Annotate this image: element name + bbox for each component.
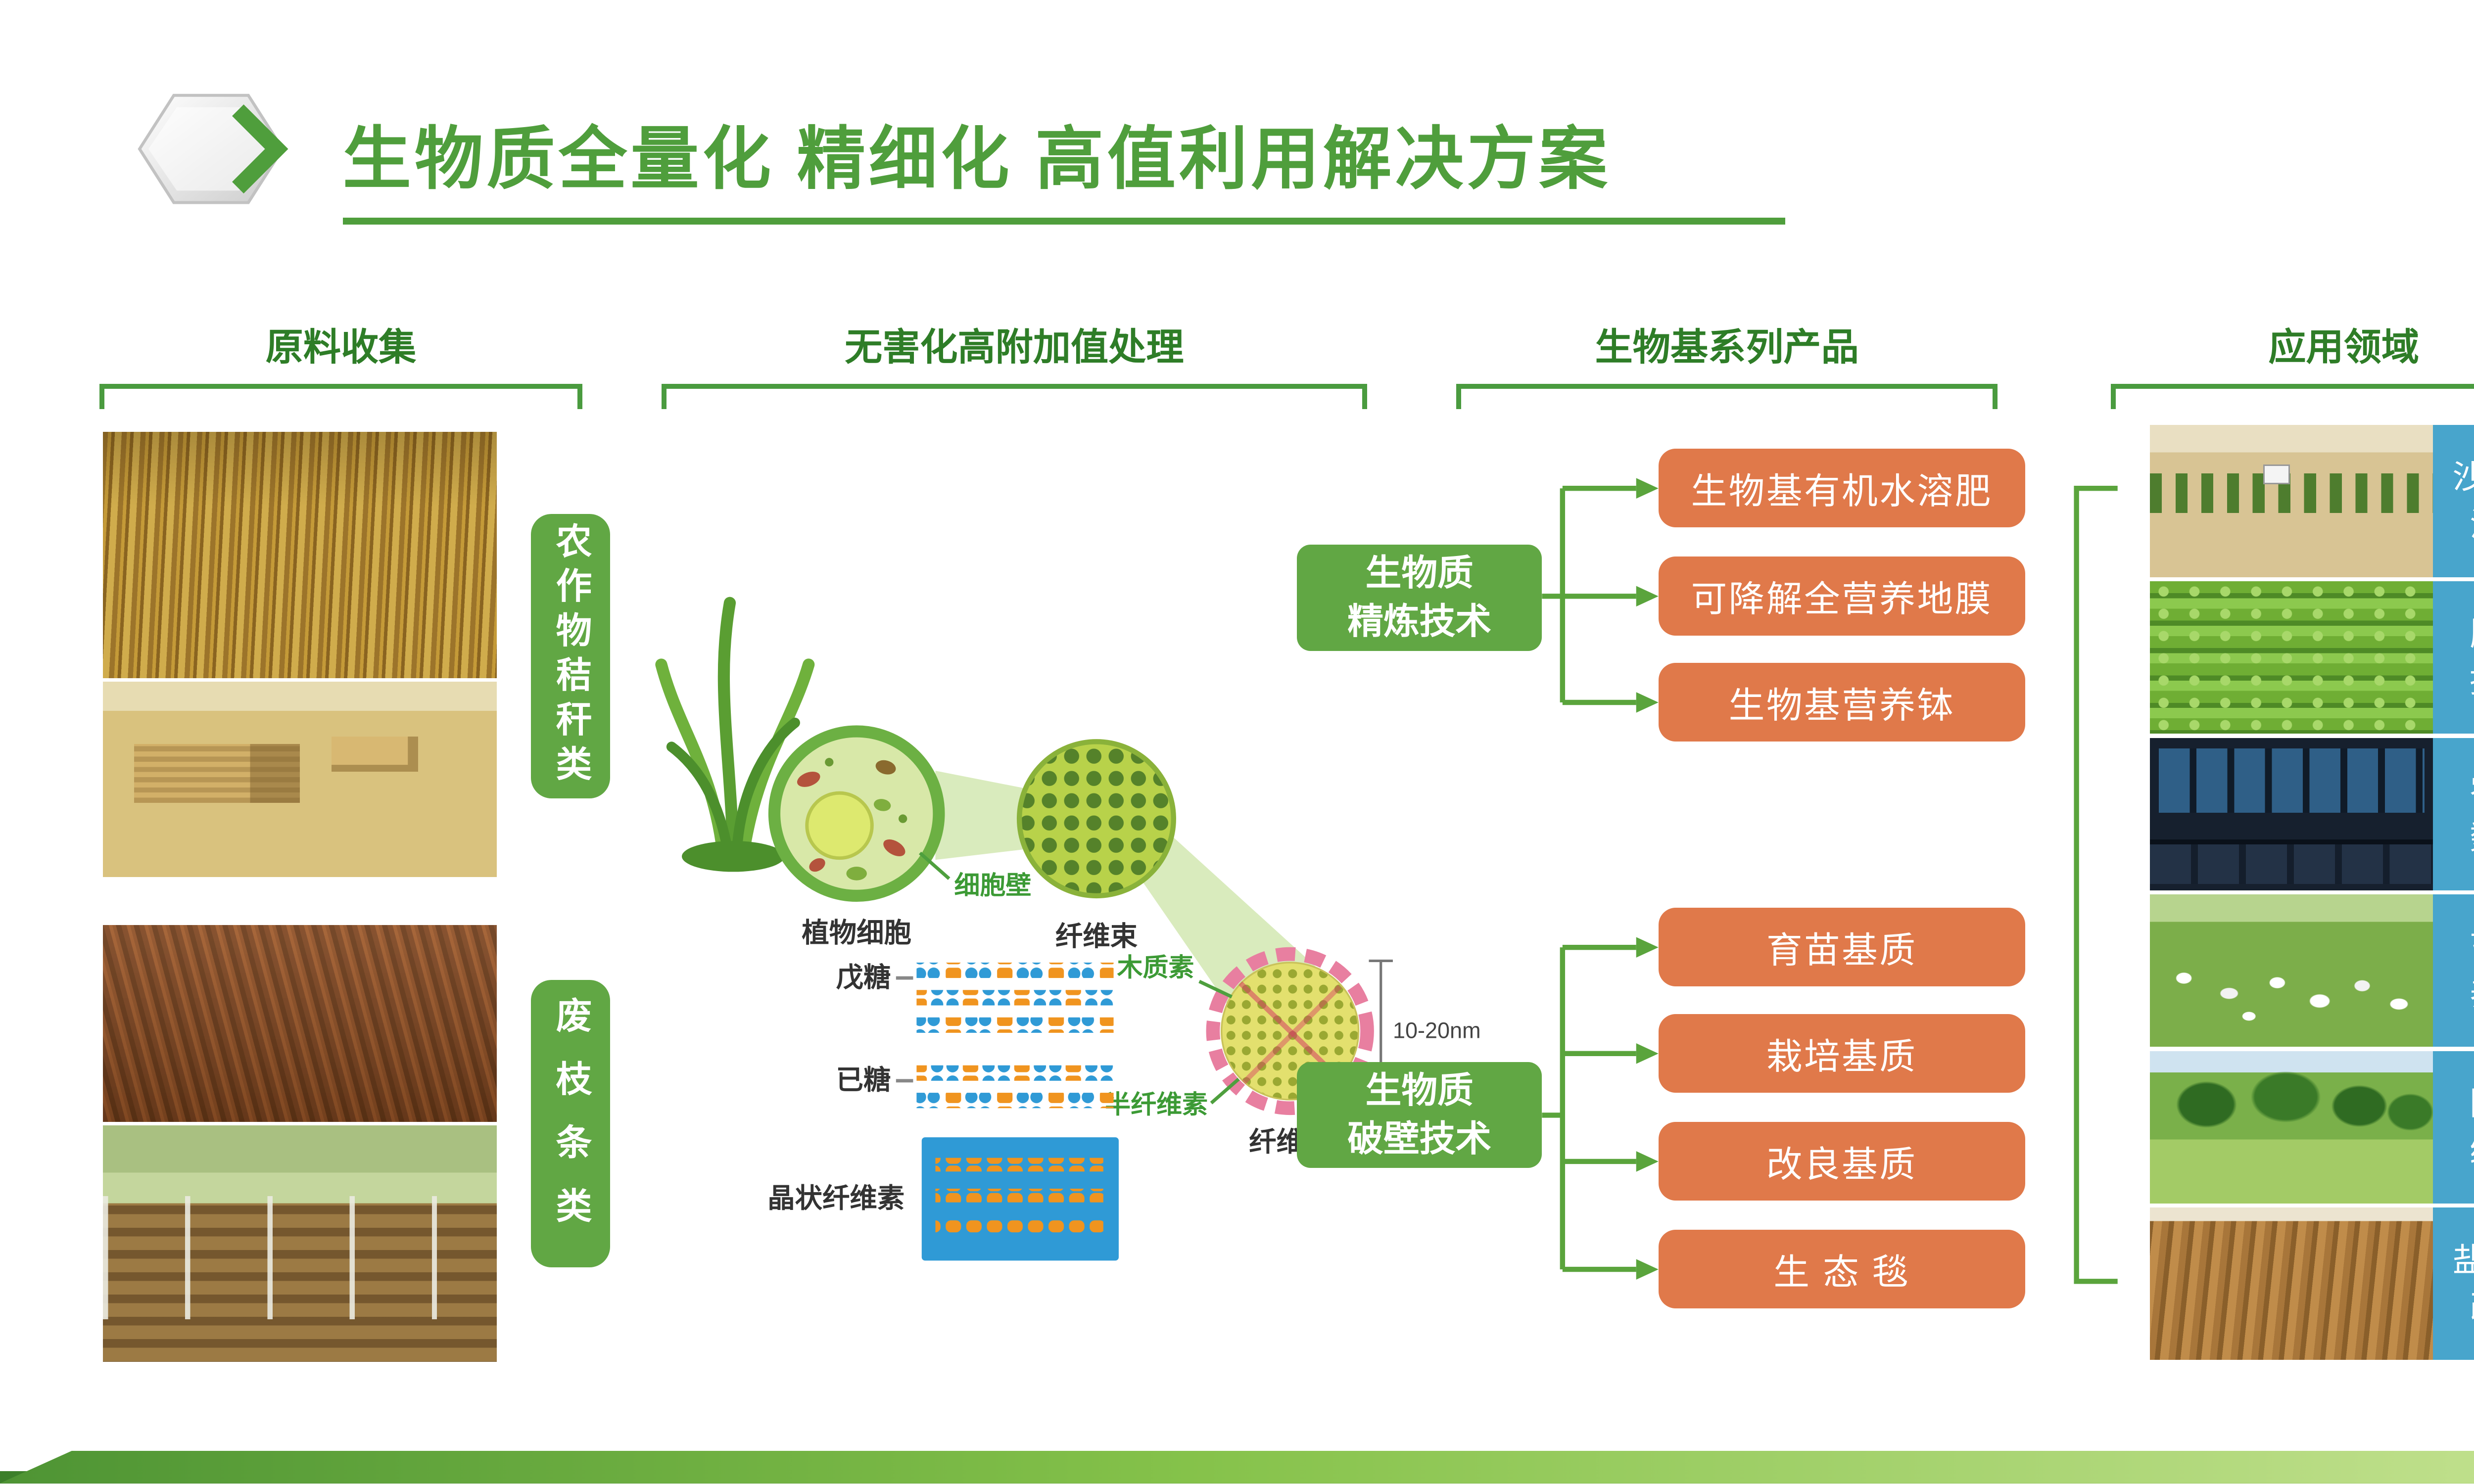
sheep-grazing-photo <box>2150 894 2433 1047</box>
application-row: 肥力 提升 <box>2150 581 2474 734</box>
product-improvement-substrate-button: 改良基质 <box>1658 1121 2025 1201</box>
connector-arrows-wall-breaking <box>1542 936 1659 1280</box>
products-to-applications-bracket <box>2074 485 2118 1284</box>
section-header-label: 原料收集 <box>265 326 417 369</box>
title-underline <box>342 217 1785 225</box>
application-row: 畜牧 养殖 <box>2150 894 2474 1047</box>
product-eco-blanket-button: 生 态 毯 <box>1658 1230 2025 1309</box>
section-header-label: 生物基系列产品 <box>1595 326 1859 369</box>
crystalline-cellulose-label: 晶状纤维素 <box>767 1183 904 1213</box>
product-seedling-substrate-button: 育苗基质 <box>1658 908 2025 987</box>
application-row: 盐碱地 改良 <box>2150 1207 2474 1360</box>
sugar-chain-diagram: 戊糖 已糖 晶状纤维素 <box>767 962 1119 1261</box>
section-applications-header: 应用领域 <box>2110 325 2474 410</box>
hexagon-bullet-icon <box>134 86 305 212</box>
pentose-label: 戊糖 <box>836 962 891 992</box>
application-row: 农业 数据 <box>2150 738 2474 890</box>
category-pill-waste-branches: 废枝条类 <box>531 979 610 1268</box>
hexose-label: 已糖 <box>836 1065 891 1095</box>
tech-box-line: 破壁技术 <box>1347 1119 1492 1159</box>
application-label: 园林 绿化 <box>2432 1051 2474 1204</box>
fiber-bundle-illustration <box>1016 739 1177 899</box>
cell-wall-pointer-line <box>919 851 951 880</box>
tech-box-line: 生物质 <box>1365 1070 1474 1111</box>
section-header-label: 应用领域 <box>2268 326 2419 369</box>
category-pill-crop-straw: 农作物秸秆类 <box>531 513 610 798</box>
desert-restoration-photo <box>2150 424 2433 577</box>
product-bio-nutrition-bowl-button: 生物基营养钵 <box>1658 662 2025 742</box>
vineyard-prunings-photo <box>102 1125 497 1362</box>
application-label: 沙漠化 治理 <box>2432 424 2474 577</box>
application-row: 园林 绿化 <box>2150 1051 2474 1204</box>
application-label: 农业 数据 <box>2432 738 2474 890</box>
beam-cell-to-fiber <box>935 771 1023 860</box>
tech-box-wall-breaking: 生物质 破壁技术 <box>1297 1062 1542 1168</box>
cabbage-field-photo <box>2150 581 2433 734</box>
hemicellulose-label: 半纤维素 <box>1105 1091 1208 1119</box>
tech-box-line: 生物质 <box>1365 553 1474 594</box>
corn-stalks-photo <box>102 431 497 679</box>
plowed-saline-field-photo <box>2150 1207 2433 1360</box>
tech-box-line: 精炼技术 <box>1347 602 1492 642</box>
product-degradable-mulch-film-button: 可降解全营养地膜 <box>1658 556 2025 636</box>
section-raw-materials-header: 原料收集 <box>99 325 583 410</box>
page-title: 生物质全量化 精细化 高值利用解决方案 <box>342 121 1611 197</box>
applications-column: 沙漠化 治理 肥力 提升 农业 数据 畜牧 养殖 <box>2150 424 2474 1360</box>
product-bio-organic-fertilizer-button: 生物基有机水溶肥 <box>1658 449 2025 528</box>
product-cultivation-substrate-button: 栽培基质 <box>1658 1014 2025 1093</box>
application-label: 盐碱地 改良 <box>2432 1207 2474 1360</box>
lignin-label: 木质素 <box>1117 954 1194 982</box>
pruned-branches-photo <box>102 925 497 1122</box>
plant-illustration <box>655 597 815 872</box>
hemicellulose-pointer-line <box>1210 1077 1240 1105</box>
processing-diagram: 细胞壁 植物细胞 纤维束 木质素 半纤维素 纤维素 10-20nm 戊糖 <box>655 597 1481 1261</box>
park-greening-photo <box>2150 1051 2433 1204</box>
section-bracket <box>99 383 583 410</box>
application-label: 畜牧 养殖 <box>2432 894 2474 1047</box>
tech-box-refining: 生物质 精炼技术 <box>1297 545 1542 651</box>
section-bracket <box>2110 383 2474 410</box>
fiber-bundle-label: 纤维束 <box>1055 921 1138 951</box>
lignin-pointer-line <box>1198 979 1233 999</box>
footer-bar <box>0 1451 2474 1484</box>
straw-bales-photo <box>102 682 497 877</box>
application-label: 肥力 提升 <box>2432 581 2474 734</box>
scale-label: 10-20nm <box>1393 1018 1481 1043</box>
plant-cell-illustration <box>768 725 945 902</box>
plant-cell-label: 植物细胞 <box>802 917 911 948</box>
section-bracket <box>661 383 1368 410</box>
cell-wall-label: 细胞壁 <box>954 871 1032 900</box>
connector-lines <box>1542 478 2118 1284</box>
section-header-label: 无害化高附加值处理 <box>845 326 1184 369</box>
section-processing-header: 无害化高附加值处理 <box>661 325 1368 410</box>
section-products-header: 生物基系列产品 <box>1456 325 1998 410</box>
application-row: 沙漠化 治理 <box>2150 424 2474 577</box>
agri-data-control-room-photo <box>2150 738 2433 890</box>
section-bracket <box>1456 383 1998 410</box>
connector-arrows-refining <box>1542 478 1659 713</box>
